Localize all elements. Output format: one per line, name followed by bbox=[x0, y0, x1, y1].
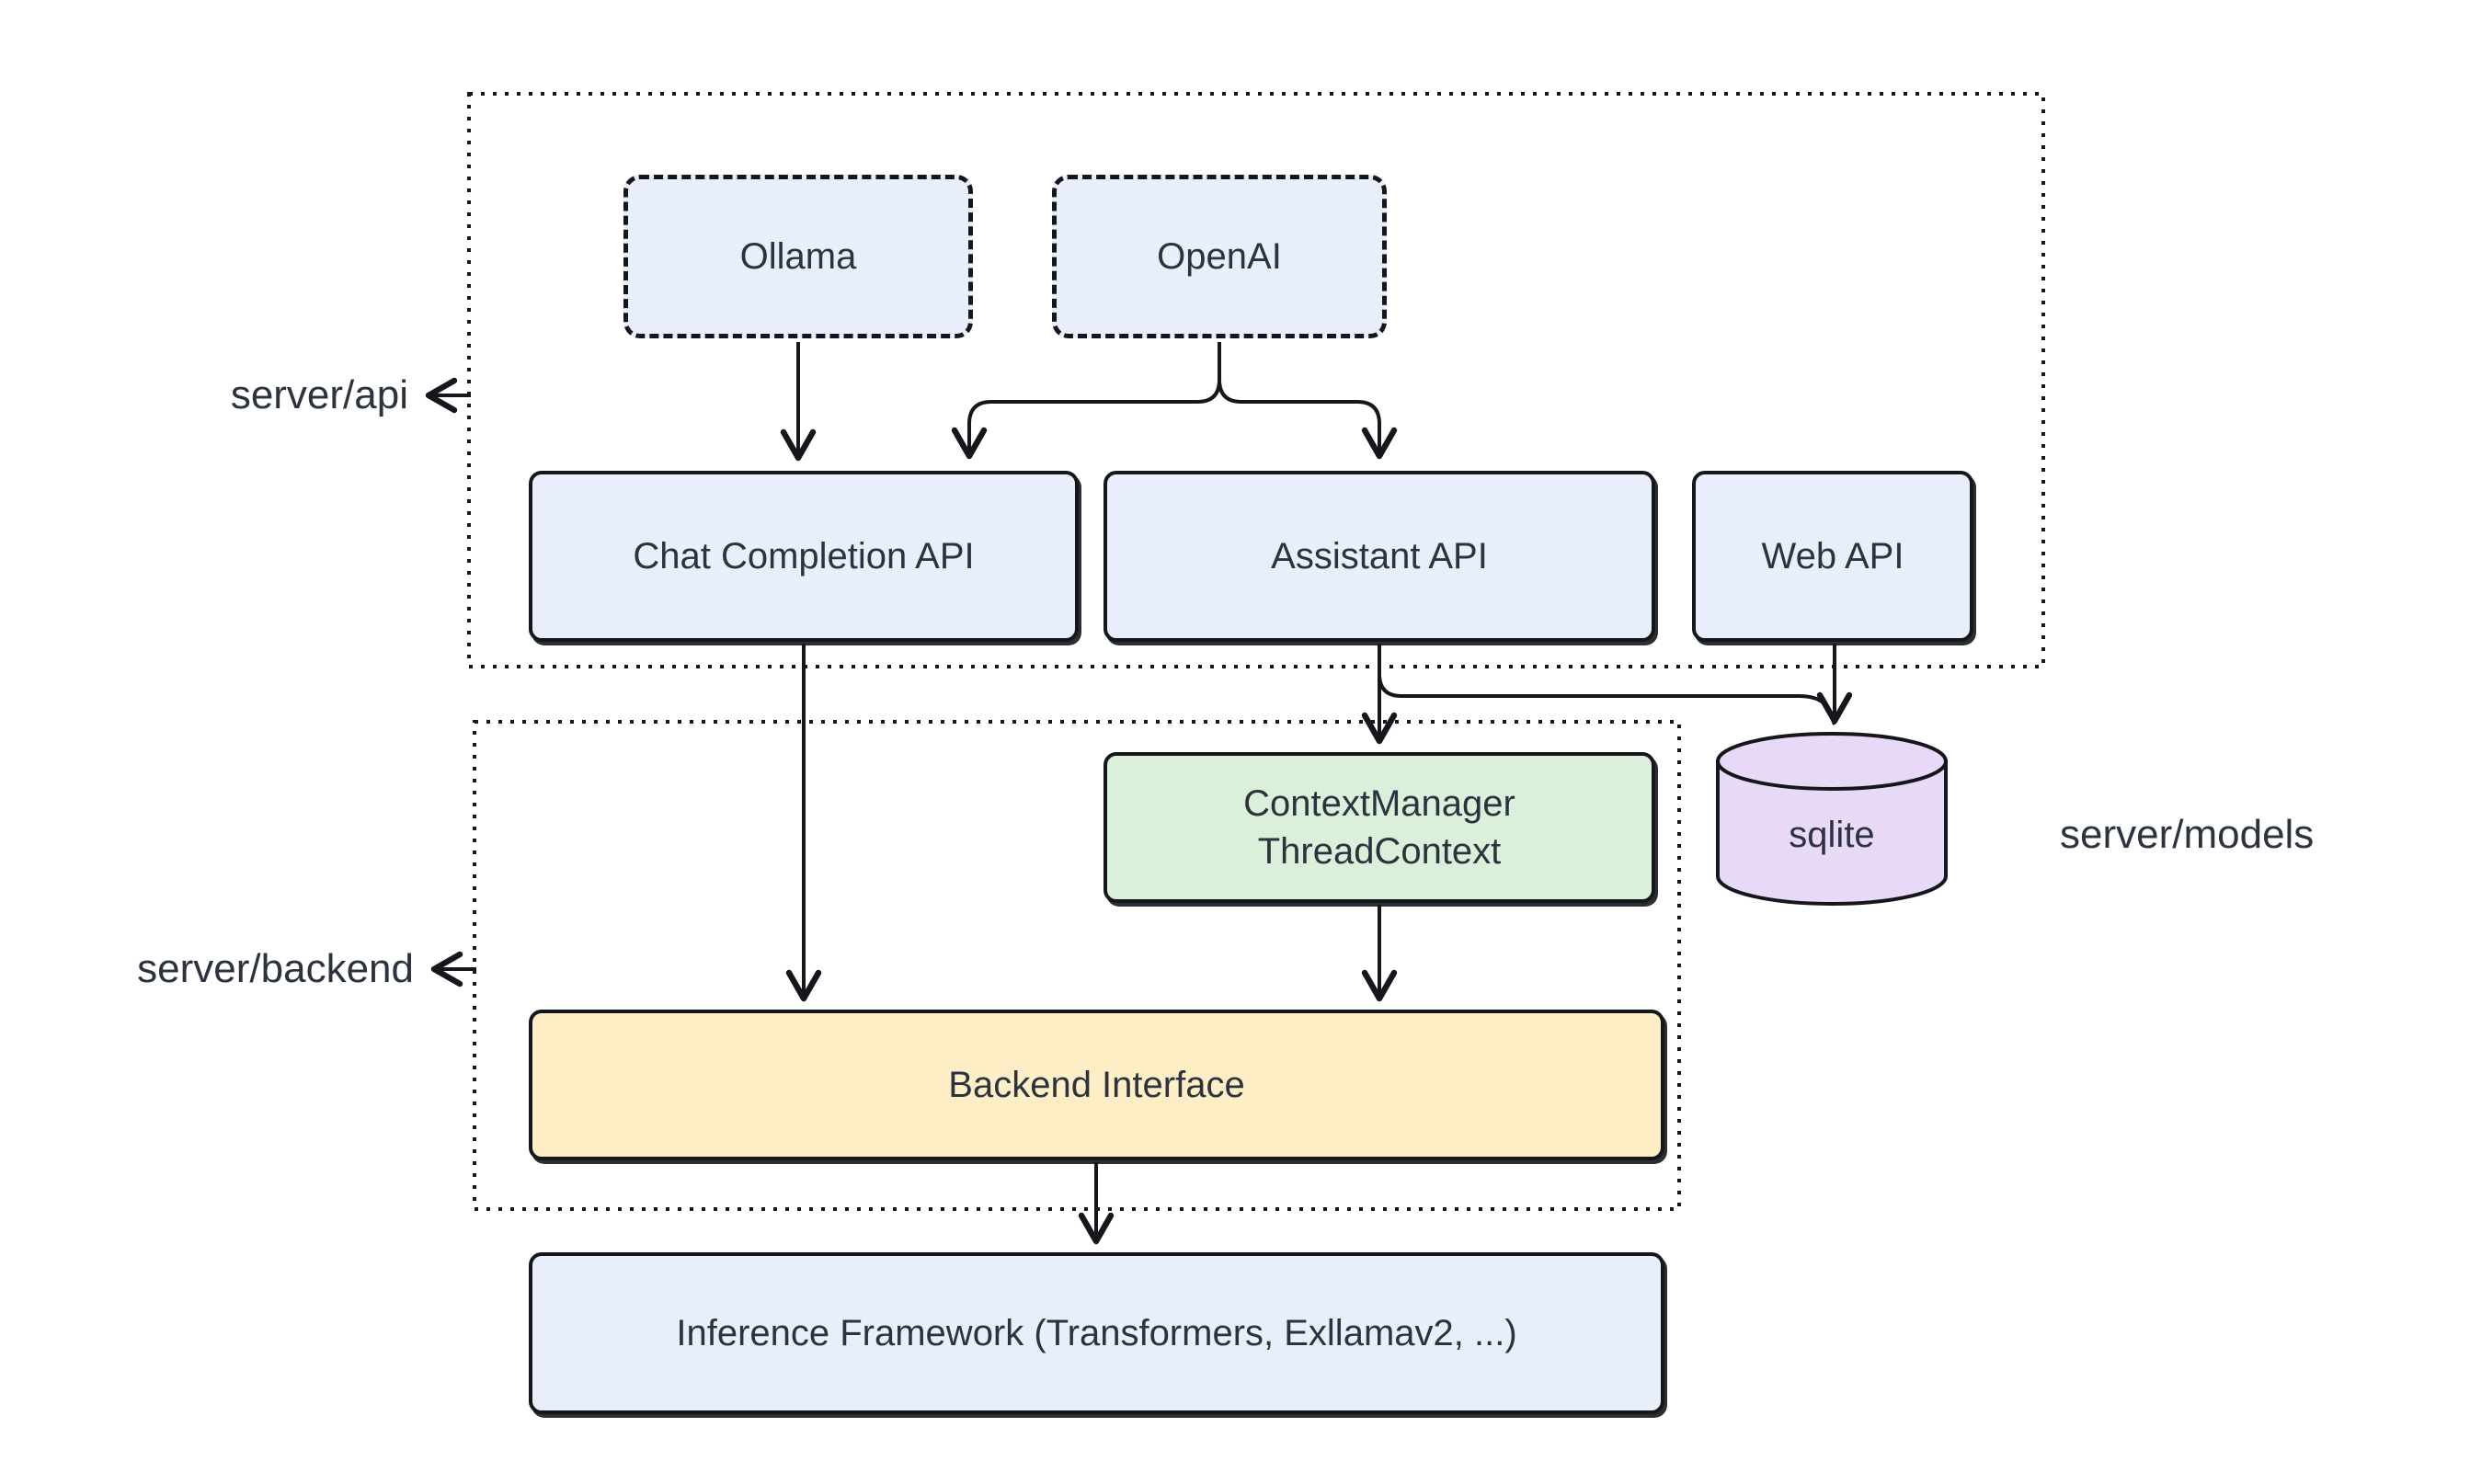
node-assistant-api-label: Assistant API bbox=[1271, 536, 1488, 576]
edge-openai-to-assistant-api bbox=[1218, 342, 1398, 460]
node-chat-completion-api-label: Chat Completion API bbox=[633, 536, 975, 576]
label-server-backend: server/backend bbox=[137, 946, 414, 991]
node-web-api-label: Web API bbox=[1761, 536, 1904, 576]
node-inference-framework-label: Inference Framework (Transformers, Exlla… bbox=[676, 1313, 1517, 1353]
node-context-manager-label-line2: ThreadContext bbox=[1257, 831, 1502, 872]
container-server-backend-border bbox=[473, 720, 1681, 1211]
label-server-models: server/models bbox=[2060, 812, 2315, 857]
node-web-api: Web API bbox=[1692, 471, 1973, 642]
edge-openai-to-chat-api bbox=[951, 342, 1221, 460]
node-backend-interface-label: Backend Interface bbox=[948, 1065, 1245, 1105]
label-server-api: server/api bbox=[230, 372, 408, 417]
node-context-manager: ContextManager ThreadContext bbox=[1103, 752, 1655, 903]
node-context-manager-label-line1: ContextManager bbox=[1243, 783, 1515, 824]
edge-assistant-api-to-sqlite bbox=[1378, 644, 1836, 725]
node-backend-interface: Backend Interface bbox=[529, 1010, 1664, 1160]
node-openai-label: OpenAI bbox=[1157, 236, 1282, 277]
node-sqlite-label: sqlite bbox=[1789, 814, 1875, 855]
container-server-api-border bbox=[467, 92, 2045, 668]
node-ollama: Ollama bbox=[623, 175, 973, 338]
node-assistant-api: Assistant API bbox=[1103, 471, 1655, 642]
node-chat-completion-api: Chat Completion API bbox=[529, 471, 1079, 642]
node-openai: OpenAI bbox=[1052, 175, 1387, 338]
sqlite-cylinder-shape bbox=[1716, 732, 1948, 906]
node-inference-framework: Inference Framework (Transformers, Exlla… bbox=[529, 1252, 1664, 1414]
node-ollama-label: Ollama bbox=[739, 236, 857, 277]
